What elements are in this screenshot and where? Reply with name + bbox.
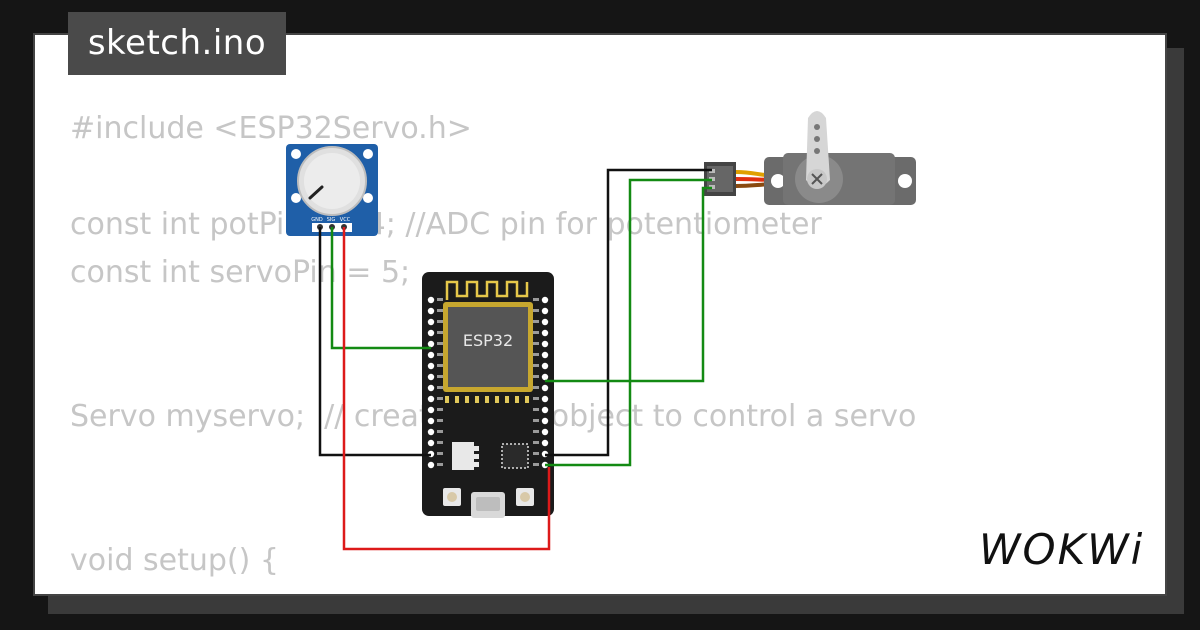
code-card: #include <ESP32Servo.h> const int potPin…: [33, 33, 1167, 596]
pot-pin-label: SIG: [327, 217, 336, 223]
code-line: myservo.attach(servoPin);: [70, 585, 916, 594]
svg-text:WOKWi: WOKWi: [979, 525, 1144, 574]
code-line: const int servoPin = 5;: [70, 255, 411, 290]
wokwi-logo: WOKWi: [979, 525, 1144, 574]
code-line: #include <ESP32Servo.h>: [70, 111, 472, 146]
knob-indicator: [308, 185, 324, 200]
potentiometer[interactable]: GND SIG VCC: [286, 144, 378, 236]
pot-pin-label: VCC: [340, 217, 351, 223]
pot-pin-label: GND: [311, 217, 323, 223]
wires: [318, 168, 712, 551]
esp32-board[interactable]: ESP32: [422, 272, 554, 518]
file-tab[interactable]: sketch.ino: [68, 12, 286, 75]
code-line: void setup() {: [70, 543, 279, 578]
esp32-label: ESP32: [463, 331, 513, 350]
servo-motor[interactable]: [704, 111, 916, 205]
